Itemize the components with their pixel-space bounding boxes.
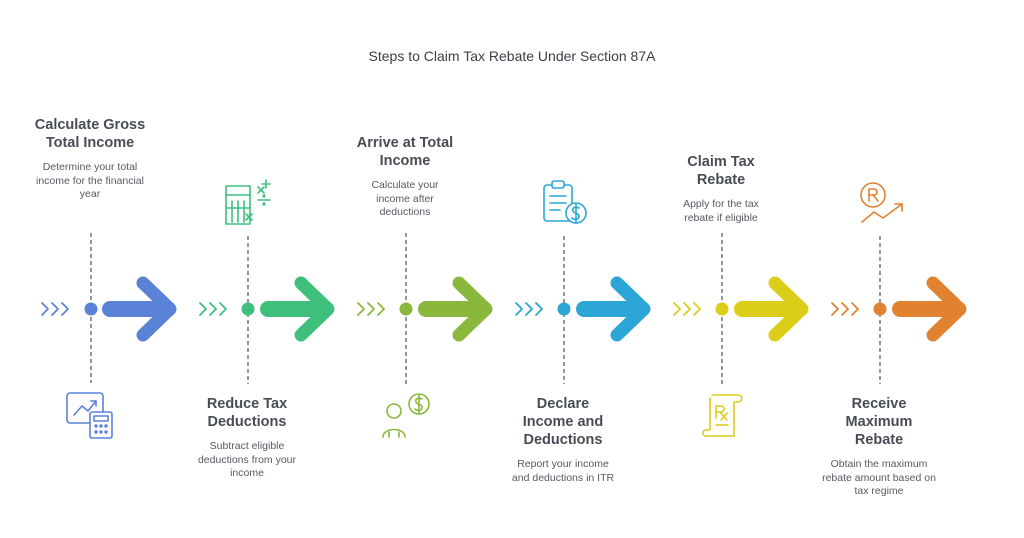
chevrons-icon bbox=[41, 302, 69, 316]
calculator-chart-icon bbox=[66, 392, 113, 439]
step-heading: Arrive at Total Income bbox=[356, 135, 454, 169]
step-2-marker bbox=[199, 276, 335, 342]
step-description: Subtract eligible deductions from your i… bbox=[197, 440, 297, 479]
step-5: Claim Tax Rebate Apply for the tax rebat… bbox=[651, 153, 791, 225]
step-3: Arrive at Total Income Calculate your in… bbox=[335, 134, 475, 220]
step-description: Obtain the maximum rebate amount based o… bbox=[822, 458, 936, 497]
step-dot bbox=[873, 302, 887, 316]
rupee-growth-icon bbox=[860, 182, 903, 223]
step-heading: Receive Maximum Rebate bbox=[845, 396, 913, 448]
step-5-marker bbox=[673, 276, 809, 342]
arrow-right-icon bbox=[892, 276, 967, 342]
page-title: Steps to Claim Tax Rebate Under Section … bbox=[368, 48, 656, 64]
step-2: Reduce Tax Deductions Subtract eligible … bbox=[177, 395, 317, 481]
step-dot bbox=[557, 302, 571, 316]
step-dot bbox=[241, 302, 255, 316]
step-dot bbox=[399, 302, 413, 316]
step-description: Determine your total income for the fina… bbox=[36, 161, 144, 200]
step-description: Apply for the tax rebate if eligible bbox=[683, 198, 759, 224]
chevrons-icon bbox=[673, 302, 701, 316]
step-description: Report your income and deductions in ITR bbox=[511, 458, 615, 484]
clipboard-money-icon bbox=[543, 180, 587, 224]
arrow-right-icon bbox=[576, 276, 651, 342]
step-dot bbox=[715, 302, 729, 316]
step-description: Calculate your income after deductions bbox=[371, 179, 439, 218]
step-4: Declare Income and Deductions Report you… bbox=[493, 395, 633, 485]
prescription-receipt-icon bbox=[702, 394, 743, 437]
chevrons-icon bbox=[199, 302, 227, 316]
person-money-icon bbox=[382, 393, 430, 438]
arrow-right-icon bbox=[102, 276, 177, 342]
step-6: Receive Maximum Rebate Obtain the maximu… bbox=[809, 395, 949, 499]
arrow-right-icon bbox=[260, 276, 335, 342]
step-6-marker bbox=[831, 276, 967, 342]
step-heading: Calculate Gross Total Income bbox=[34, 117, 146, 151]
chevrons-icon bbox=[831, 302, 859, 316]
step-heading: Claim Tax Rebate bbox=[687, 154, 755, 188]
step-heading: Declare Income and Deductions bbox=[522, 396, 604, 448]
chevrons-icon bbox=[357, 302, 385, 316]
step-dot bbox=[84, 302, 98, 316]
chevrons-icon bbox=[515, 302, 543, 316]
arrow-right-icon bbox=[734, 276, 809, 342]
step-heading: Reduce Tax Deductions bbox=[206, 396, 288, 430]
math-calculation-icon bbox=[225, 179, 271, 225]
arrow-right-icon bbox=[418, 276, 493, 342]
step-4-marker bbox=[515, 276, 651, 342]
step-1-marker bbox=[41, 276, 177, 342]
step-3-marker bbox=[357, 276, 493, 342]
step-1: Calculate Gross Total Income Determine y… bbox=[20, 116, 160, 202]
